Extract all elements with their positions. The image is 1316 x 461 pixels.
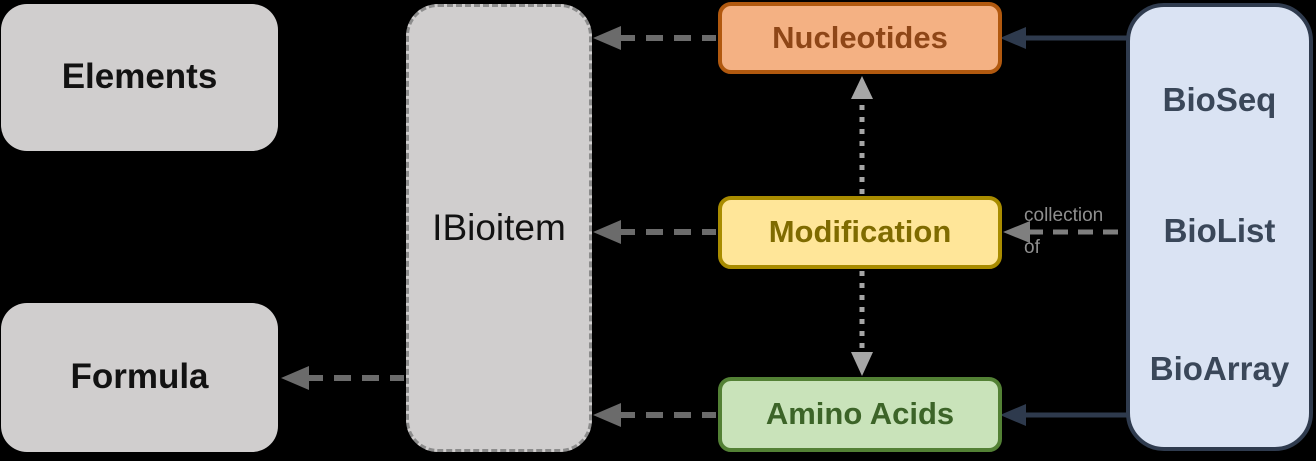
edge-label-collection-line1: collection — [1024, 205, 1104, 226]
edge-ibioitem-to-formula-arrowhead — [281, 366, 309, 390]
edge-modification-to-ibioitem-arrowhead — [593, 220, 621, 244]
node-elements-label: Elements — [61, 57, 218, 97]
edge-modification-to-amino-acids-arrowhead — [851, 352, 873, 376]
node-amino-acids-label: Amino Acids — [765, 396, 955, 432]
node-nucleotides-label: Nucleotides — [772, 19, 948, 55]
edge-bioarray-to-amino-acids-arrowhead — [1000, 404, 1026, 426]
node-nucleotides: Nucleotides — [718, 2, 1002, 74]
edge-label-collection-line2: of — [1024, 237, 1040, 258]
edge-label-collection-of: collection of — [1024, 206, 1103, 257]
node-ibioitem: IBioitem — [406, 4, 592, 452]
node-bio-collection-container: BioSeq BioList BioArray — [1126, 3, 1313, 451]
edge-nucleotides-to-ibioitem-arrowhead — [593, 26, 621, 50]
edge-modification-to-nucleotides-arrowhead — [851, 76, 873, 99]
node-formula-label: Formula — [70, 357, 209, 397]
node-modification: Modification — [718, 196, 1002, 269]
node-amino-acids: Amino Acids — [718, 377, 1002, 452]
edge-amino-acids-to-ibioitem-arrowhead — [593, 403, 621, 427]
bio-item-bioseq: BioSeq — [1162, 81, 1277, 118]
node-elements: Elements — [1, 4, 278, 151]
node-modification-label: Modification — [768, 214, 952, 250]
bio-item-bioarray: BioArray — [1149, 350, 1290, 387]
node-ibioitem-label: IBioitem — [432, 206, 566, 248]
edge-bioseq-to-nucleotides-arrowhead — [1000, 27, 1026, 49]
bio-item-biolist: BioList — [1163, 212, 1276, 249]
node-formula: Formula — [1, 303, 278, 452]
